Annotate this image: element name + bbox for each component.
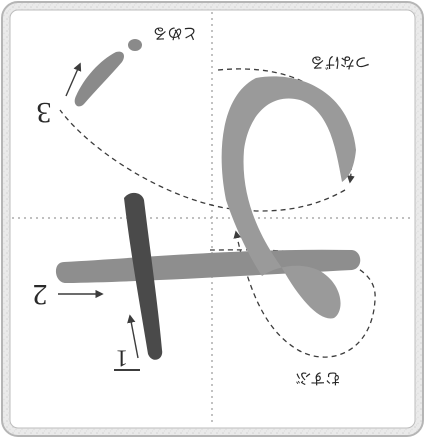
svg-text:2: 2: [33, 278, 48, 311]
stroke-3-dot: [128, 39, 142, 51]
svg-text:1: 1: [116, 344, 128, 370]
svg-text:とめる: とめる: [152, 25, 197, 43]
stroke-number-3: 3: [37, 96, 52, 129]
annotation-lower-right: むすぶ: [296, 370, 341, 388]
annotation-upper-right: つなげる: [310, 54, 370, 72]
stroke-number-2: 2: [33, 278, 48, 311]
svg-text:むすぶ: むすぶ: [296, 370, 341, 388]
svg-text:つなげる: つなげる: [310, 54, 370, 72]
annotation-top: とめる: [152, 25, 197, 43]
stroke-number-1: 1: [116, 344, 128, 370]
svg-text:3: 3: [37, 96, 52, 129]
